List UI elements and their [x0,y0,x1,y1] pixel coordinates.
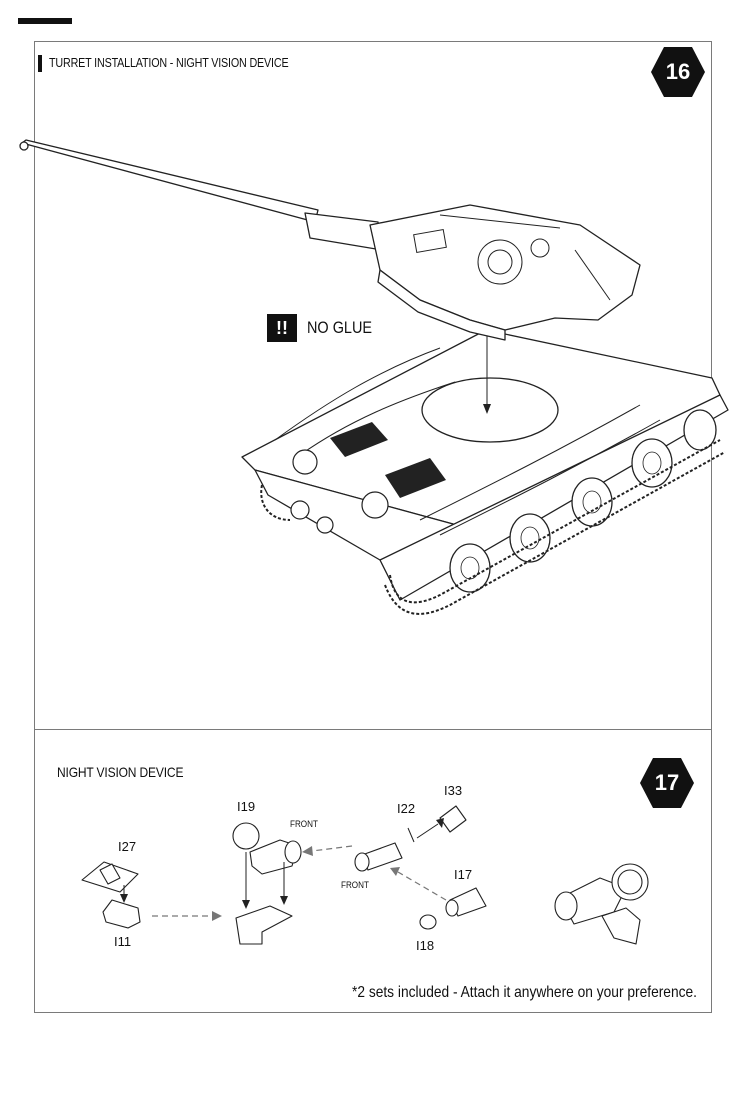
part-label-i18: I18 [416,938,435,953]
part-label-i11: I11 [114,934,132,949]
double-exclamation-icon: !! [267,314,297,342]
part-label-i33: I33 [444,783,463,798]
part-label-i19: I19 [237,799,256,814]
instruction-frame [34,41,712,1013]
hexagon-icon [640,758,694,808]
no-glue-label: NO GLUE [307,318,373,337]
front-label-i19: FRONT [290,819,318,829]
step17-badge: 17 [639,757,695,809]
hexagon-icon [651,47,705,97]
step17-number: 17 [654,770,680,795]
step16-number: 16 [665,59,691,84]
step-divider [34,729,712,730]
part-label-i22: I22 [397,801,416,816]
part-label-i17: I17 [454,867,473,882]
step16-badge: 16 [650,46,706,98]
title-bar-marker [38,55,42,72]
part-label-i27: I27 [118,839,137,854]
front-label-i22: FRONT [341,880,369,890]
footnote: *2 sets included - Attach it anywhere on… [352,984,697,1001]
step16-title: TURRET INSTALLATION - NIGHT VISION DEVIC… [49,56,289,70]
top-tab-marker [18,18,72,24]
step17-title: NIGHT VISION DEVICE [57,764,184,780]
